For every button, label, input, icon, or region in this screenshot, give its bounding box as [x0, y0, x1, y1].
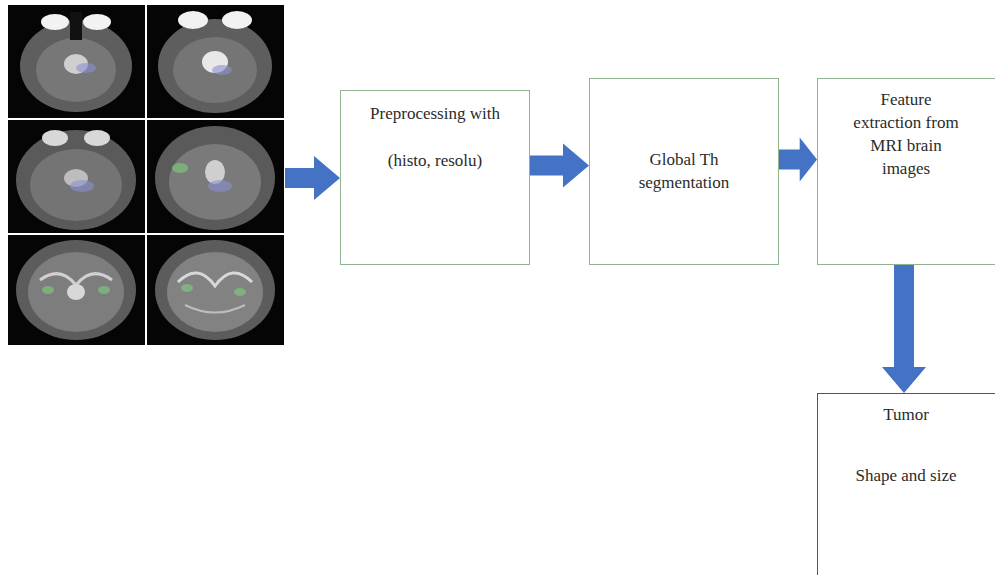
mri-slices — [8, 5, 284, 345]
process-box: TumorShape and size — [817, 393, 995, 575]
box-subtitle: Shape and size — [855, 465, 956, 488]
process-box: Feature extraction from MRI brain images — [817, 78, 995, 265]
process-box: Global Th segmentation — [589, 78, 779, 265]
box-title: Preprocessing with — [370, 103, 500, 126]
process-box: Preprocessing with (histo, resolu) — [340, 90, 530, 265]
box-title: Global Th segmentation — [619, 149, 749, 195]
box-subtitle: (histo, resolu) — [388, 150, 482, 173]
input-arrow — [285, 156, 340, 200]
box-title: Tumor — [883, 404, 929, 427]
block-arrow — [779, 138, 817, 182]
block-arrow — [882, 265, 926, 393]
box-title: Feature extraction from MRI brain images — [851, 89, 961, 181]
block-arrow — [530, 144, 589, 188]
